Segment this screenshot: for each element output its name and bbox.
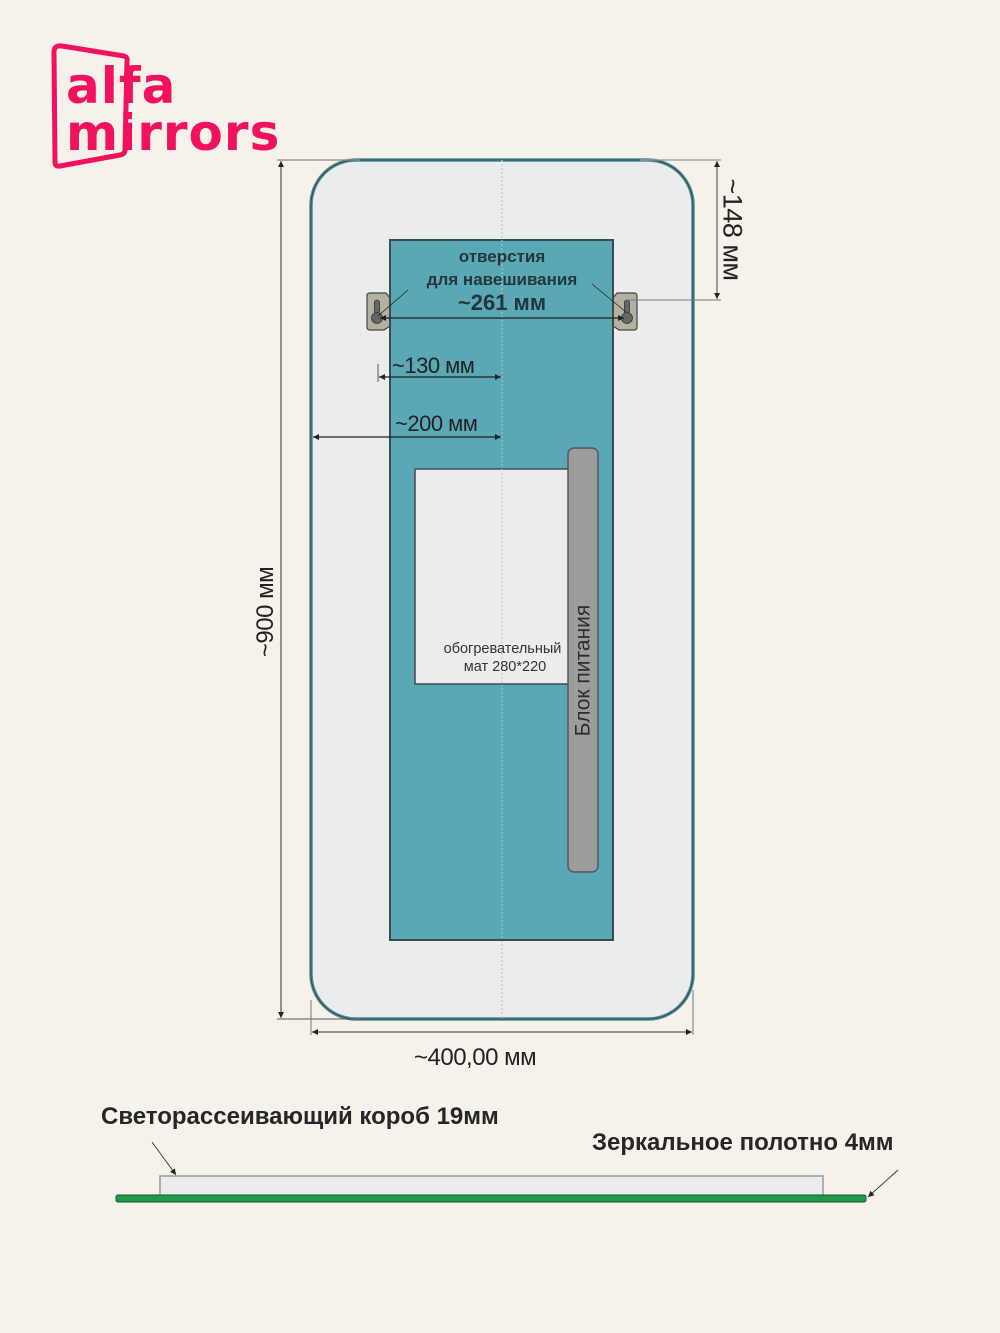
dimension-900-label: ~900 мм xyxy=(252,566,279,658)
dimension-130-label: ~130 мм xyxy=(392,353,475,378)
dimension-400-label: ~400,00 мм xyxy=(414,1044,537,1071)
hanging-hook-left-icon xyxy=(366,292,391,331)
hanging-holes-distance: ~261 мм xyxy=(457,290,547,315)
mirror-sheet-label: Зеркальное полотно 4мм xyxy=(592,1129,894,1156)
heating-mat-label-line2: мат 280*220 xyxy=(463,659,547,675)
dimension-148-label: ~148 мм xyxy=(717,178,748,281)
dimension-200-label: ~200 мм xyxy=(395,411,478,436)
logo-text-alfa: alfa xyxy=(66,57,177,115)
heating-mat-label-line1: обогревательный xyxy=(443,641,562,657)
mirror-sheet-side xyxy=(115,1194,867,1203)
power-block xyxy=(567,447,599,873)
logo-text-mirrors: mirrors xyxy=(66,104,281,162)
hanging-holes-label-line1: отверстия xyxy=(458,247,546,266)
logo-frame-icon xyxy=(51,43,130,169)
diffuser-box-side xyxy=(159,1175,824,1197)
hanging-holes-label-line2: для навешивания xyxy=(426,270,578,289)
heating-mat xyxy=(414,468,571,685)
power-block-label: Блок питания xyxy=(571,604,595,737)
diffuser-box-label: Светорассеивающий короб 19мм xyxy=(101,1103,499,1130)
